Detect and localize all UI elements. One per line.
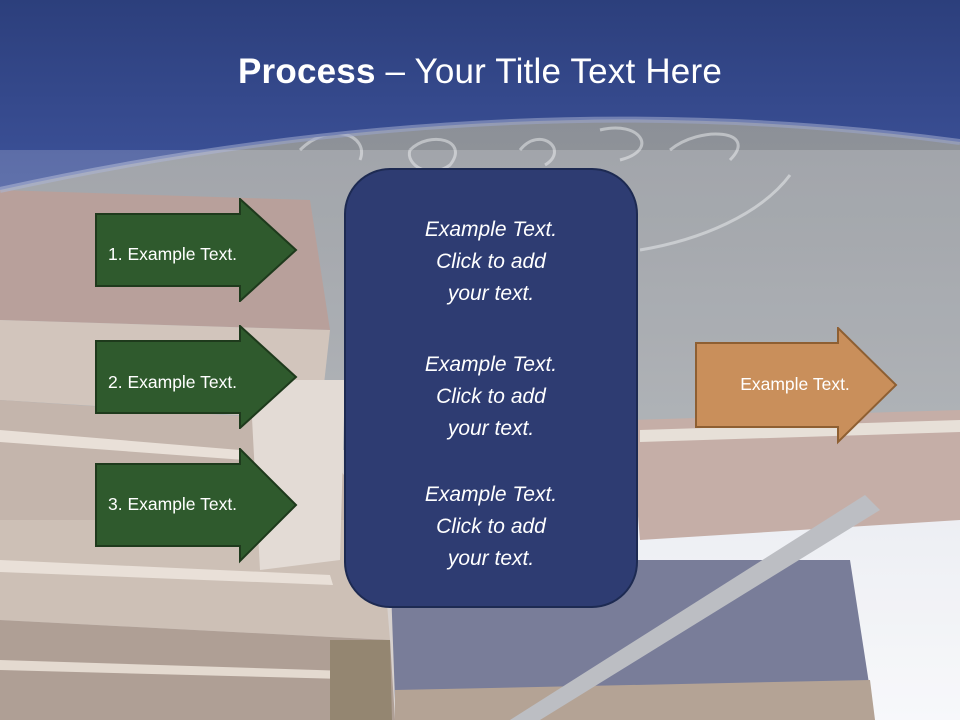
step-arrow-3[interactable]: 3. Example Text. (95, 448, 300, 564)
panel-text-block-2[interactable]: Example Text. Click to add your text. (424, 353, 558, 440)
header-band (0, 0, 960, 190)
title-rest: – Your Title Text Here (375, 52, 722, 91)
slide-title: Process – Your Title Text Here (0, 52, 960, 92)
step-arrow-2[interactable]: 2. Example Text. (95, 325, 300, 429)
output-arrow-label: Example Text. (740, 374, 850, 394)
output-arrow[interactable]: Example Text. (695, 327, 900, 445)
panel-text-block-1[interactable]: Example Text. Click to add your text. (424, 218, 558, 305)
text-panel[interactable]: Example Text. Click to add your text. Ex… (344, 168, 638, 608)
step-arrow-label: 3. Example Text. (108, 494, 238, 514)
step-arrow-1[interactable]: 1. Example Text. (95, 198, 300, 302)
title-bold: Process (238, 52, 376, 91)
step-arrow-label: 1. Example Text. (108, 244, 238, 264)
panel-text-block-3[interactable]: Example Text. Click to add your text. (424, 483, 558, 570)
ruler (510, 495, 880, 720)
chalk-drawing (298, 126, 792, 252)
step-arrow-label: 2. Example Text. (108, 372, 238, 392)
